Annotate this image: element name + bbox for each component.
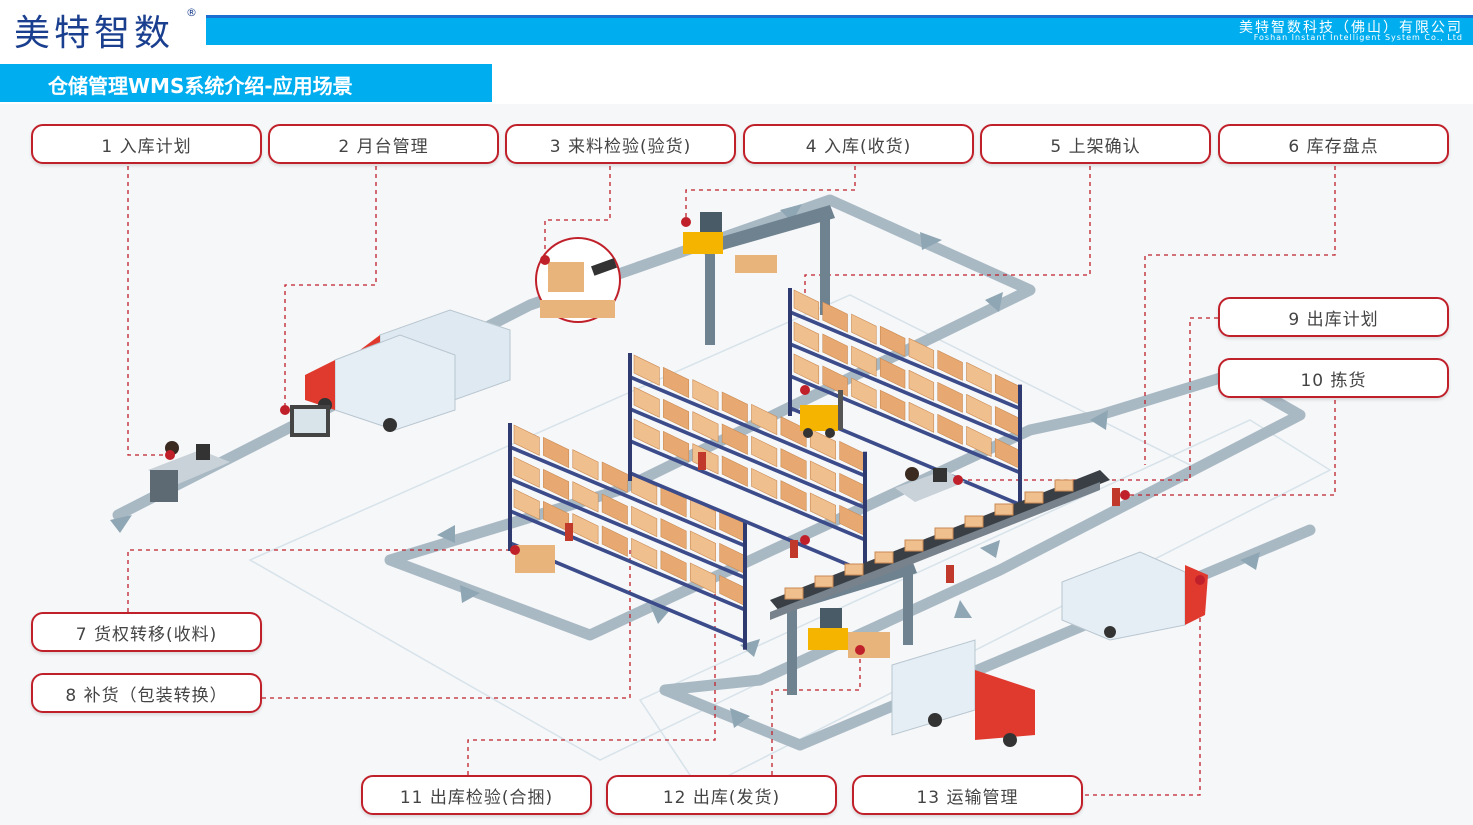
flow-arrows (110, 204, 1260, 728)
step-1-inbound-plan: 1 入库计划 (31, 124, 262, 164)
step-13-transport-management: 13 运输管理 (852, 775, 1083, 815)
dock-terminal (290, 405, 330, 437)
step-11-outbound-inspection: 11 出库检验(合捆) (361, 775, 592, 815)
conveyor-parcel (994, 503, 1014, 516)
forklift-top (683, 212, 777, 273)
inspection-bubble (535, 237, 621, 323)
conveyor-parcel (964, 515, 984, 528)
step-10-picking: 10 拣货 (1218, 358, 1449, 398)
company-logo: 美特智数 (14, 13, 175, 54)
warehouse-scene (110, 166, 1336, 796)
forklift (800, 390, 843, 438)
forklift-bottom (808, 608, 890, 658)
header-bar (206, 15, 1473, 45)
hand-truck-pallet (515, 545, 555, 573)
conveyor-parcel (1024, 491, 1044, 504)
inbound-truck-2 (305, 334, 456, 432)
conveyor-parcel (844, 563, 864, 576)
warehouse-diagram: 1 入库计划 2 月台管理 3 来料检验(验货) 4 入库(收货) 5 上架确认… (0, 104, 1473, 825)
step-connectors (127, 166, 1336, 796)
step-7-ownership-transfer: 7 货权转移(收料) (31, 612, 262, 652)
step-markers (165, 217, 1205, 655)
company-name-cn: 美特智数科技（佛山）有限公司 (1239, 20, 1463, 36)
conveyor-parcel (934, 527, 954, 540)
conveyor-parcel (904, 539, 924, 552)
conveyor-parcel (784, 587, 804, 600)
outbound-truck-2 (891, 639, 1035, 747)
title-tab (0, 64, 492, 102)
rack-center (628, 353, 867, 580)
gantry-crane-top (700, 205, 835, 345)
step-12-shipping: 12 出库(发货) (606, 775, 837, 815)
registered-mark: ® (186, 6, 197, 19)
step-9-outbound-plan: 9 出库计划 (1218, 297, 1449, 337)
conveyor-parcel (1054, 479, 1074, 492)
step-3-incoming-inspection: 3 来料检验(验货) (505, 124, 736, 164)
outbound-truck (1061, 551, 1208, 641)
company-name-en: Foshan Instant Intelligent System Co., L… (1253, 33, 1463, 42)
step-5-putaway-confirm: 5 上架确认 (980, 124, 1211, 164)
rack-left (508, 423, 747, 650)
conveyor-parcel (814, 575, 834, 588)
step-6-stocktake: 6 库存盘点 (1218, 124, 1449, 164)
outbound-workstation (895, 467, 965, 502)
page-title: 仓储管理WMS系统介绍-应用场景 (48, 74, 353, 98)
step-4-receiving: 4 入库(收货) (743, 124, 974, 164)
sorting-conveyor (770, 470, 1110, 620)
worker-figures (565, 452, 1120, 583)
step-2-dock-management: 2 月台管理 (268, 124, 499, 164)
inbound-workstation (148, 441, 230, 502)
step-8-replenishment: 8 补货（包装转换） (31, 673, 262, 713)
conveyor-parcel (874, 551, 894, 564)
